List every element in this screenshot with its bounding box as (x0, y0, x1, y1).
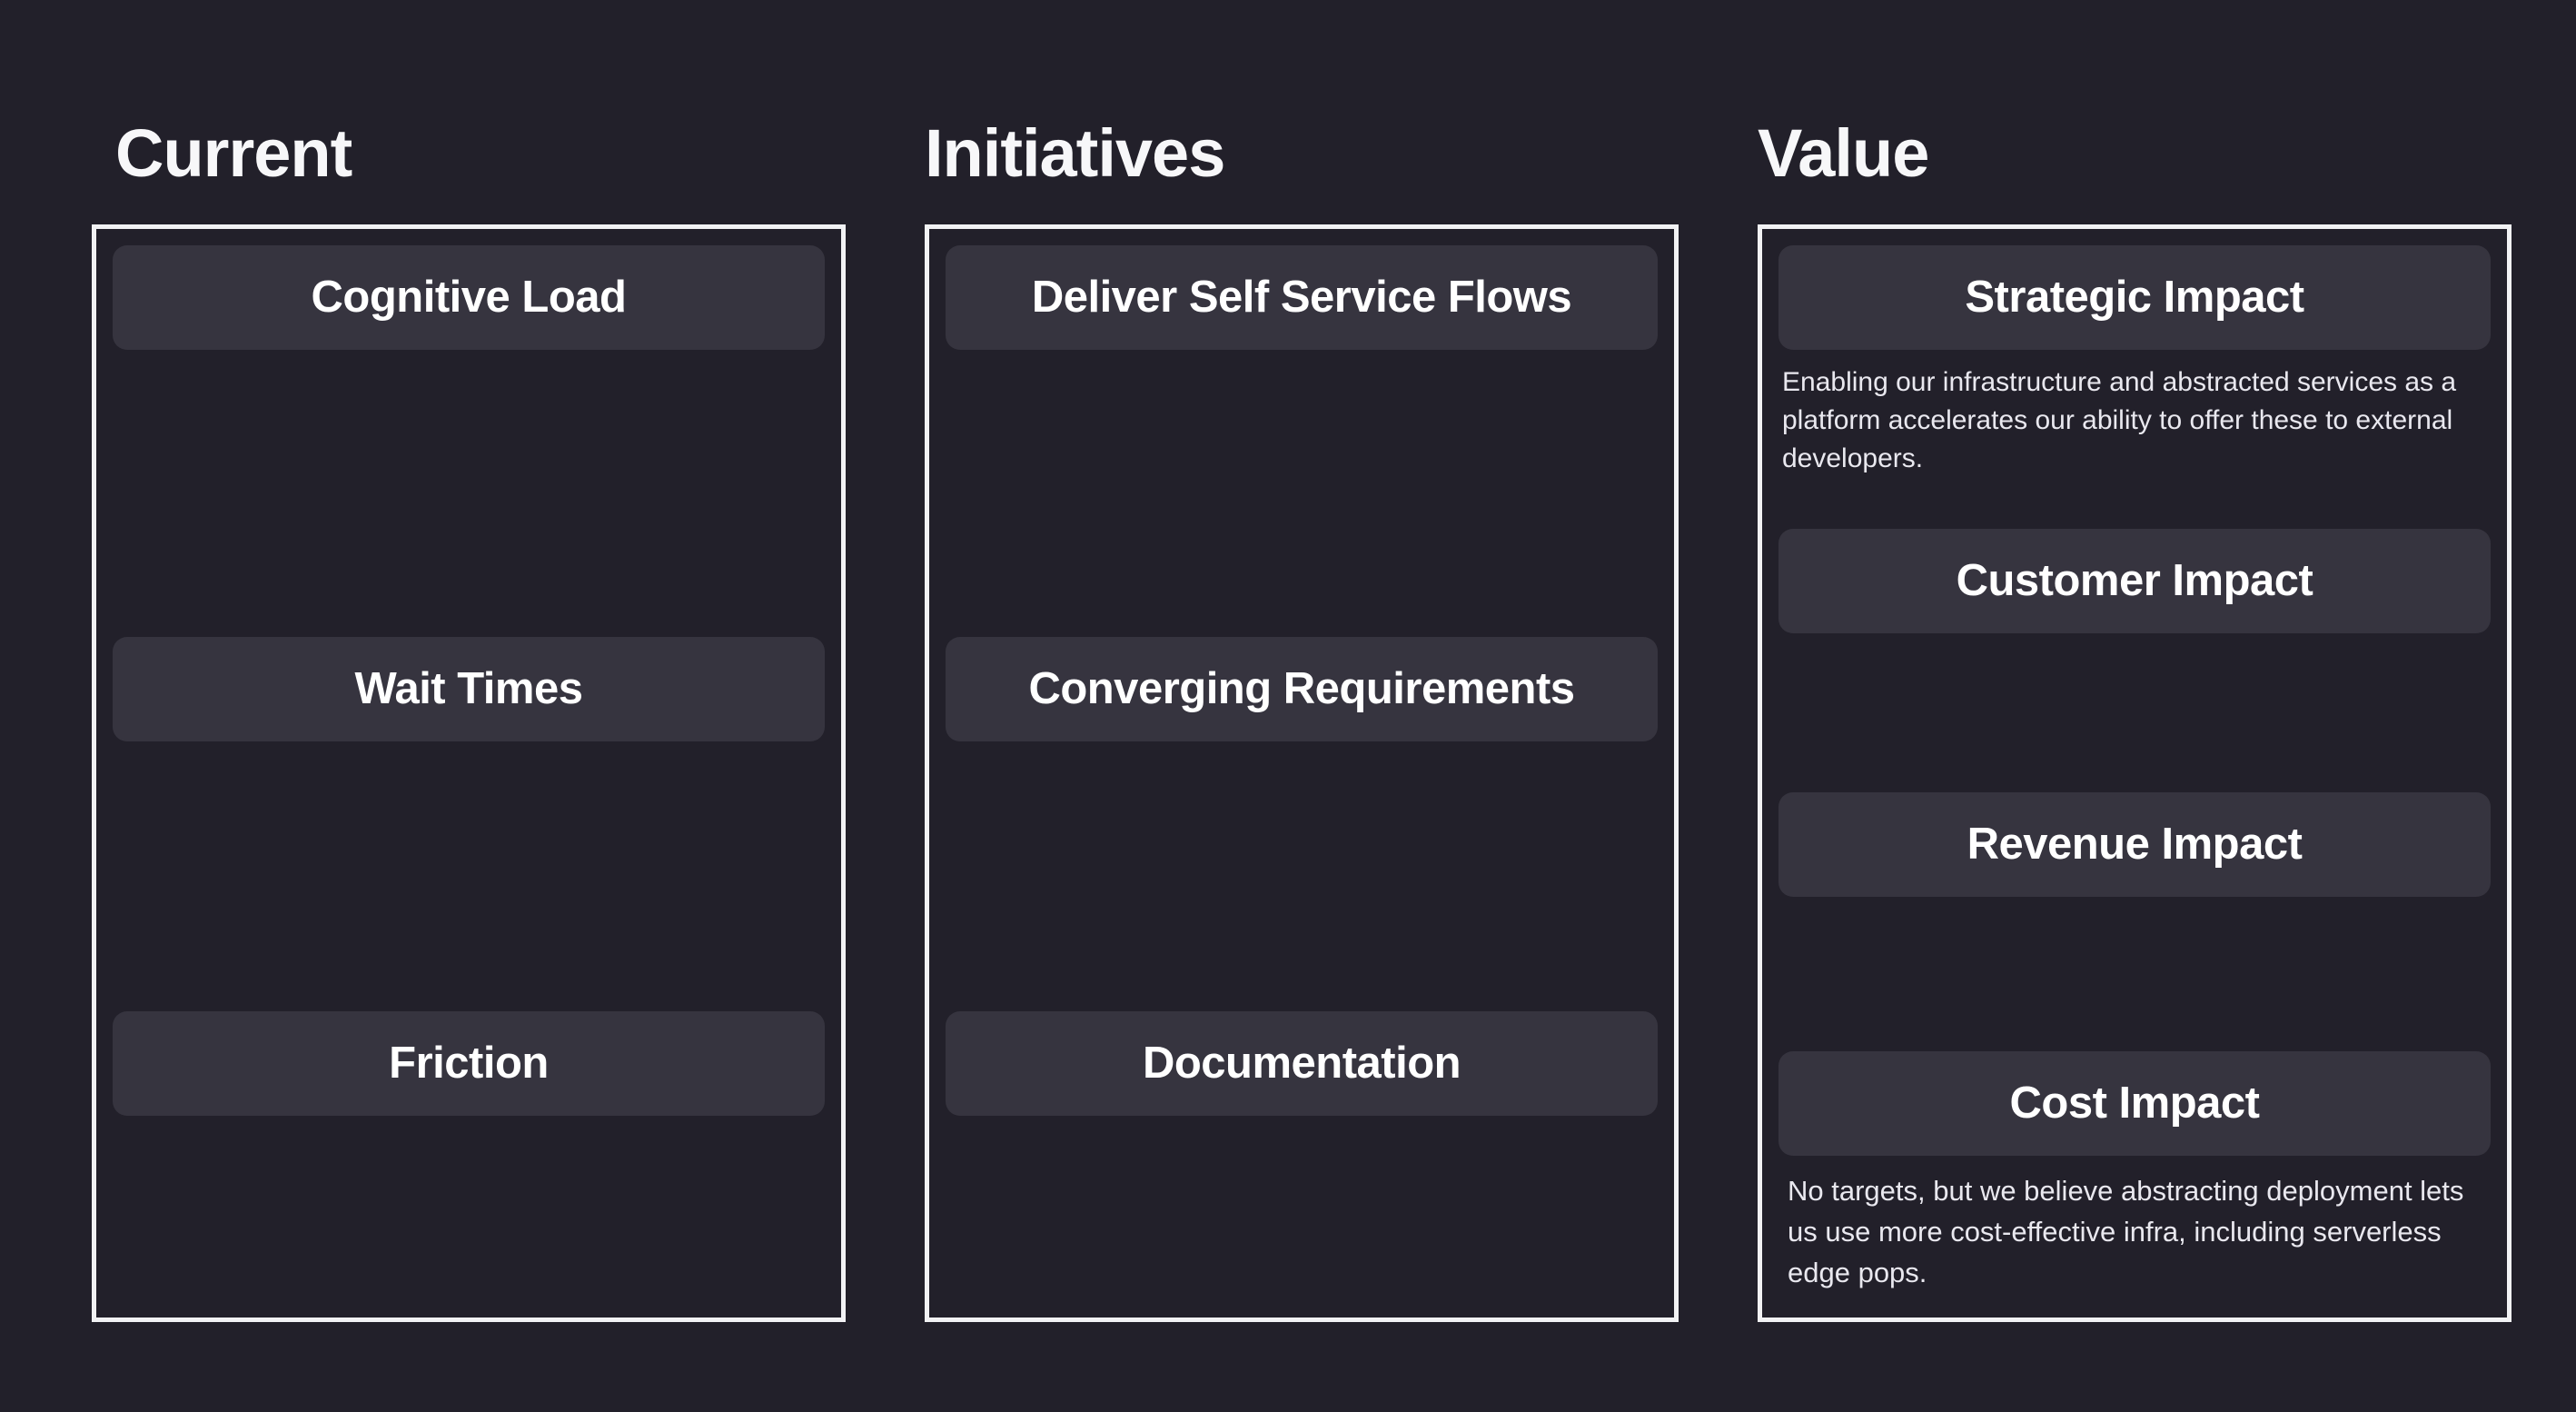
column-initiatives-title: Initiatives (925, 115, 1225, 191)
column-current-panel: Cognitive Load Wait Times Friction (92, 224, 846, 1322)
column-initiatives-panel: Deliver Self Service Flows Converging Re… (925, 224, 1679, 1322)
column-value-title: Value (1758, 115, 1929, 191)
card-cognitive-load[interactable]: Cognitive Load (113, 244, 825, 350)
column-current-title: Current (115, 115, 352, 191)
column-value: Value Strategic Impact Enabling our infr… (1758, 114, 2512, 1322)
column-current: Current Cognitive Load Wait Times Fricti… (92, 114, 846, 1322)
card-strategic-impact[interactable]: Strategic Impact (1778, 244, 2491, 350)
column-value-panel: Strategic Impact Enabling our infrastruc… (1758, 224, 2512, 1322)
planning-board: Current Cognitive Load Wait Times Fricti… (92, 114, 2512, 1322)
card-customer-impact[interactable]: Customer Impact (1778, 528, 2491, 633)
cost-impact-description: No targets, but we believe abstracting d… (1788, 1174, 2464, 1288)
column-initiatives: Initiatives Deliver Self Service Flows C… (925, 114, 1679, 1322)
card-revenue-impact[interactable]: Revenue Impact (1778, 791, 2491, 897)
card-documentation[interactable]: Documentation (946, 1010, 1658, 1116)
card-wait-times[interactable]: Wait Times (113, 636, 825, 741)
card-cost-impact[interactable]: Cost Impact (1778, 1050, 2491, 1156)
strategic-impact-description: Enabling our infrastructure and abstract… (1782, 366, 2457, 473)
card-friction[interactable]: Friction (113, 1010, 825, 1116)
card-converging-requirements[interactable]: Converging Requirements (946, 636, 1658, 741)
card-deliver-self-service-flows[interactable]: Deliver Self Service Flows (946, 244, 1658, 350)
